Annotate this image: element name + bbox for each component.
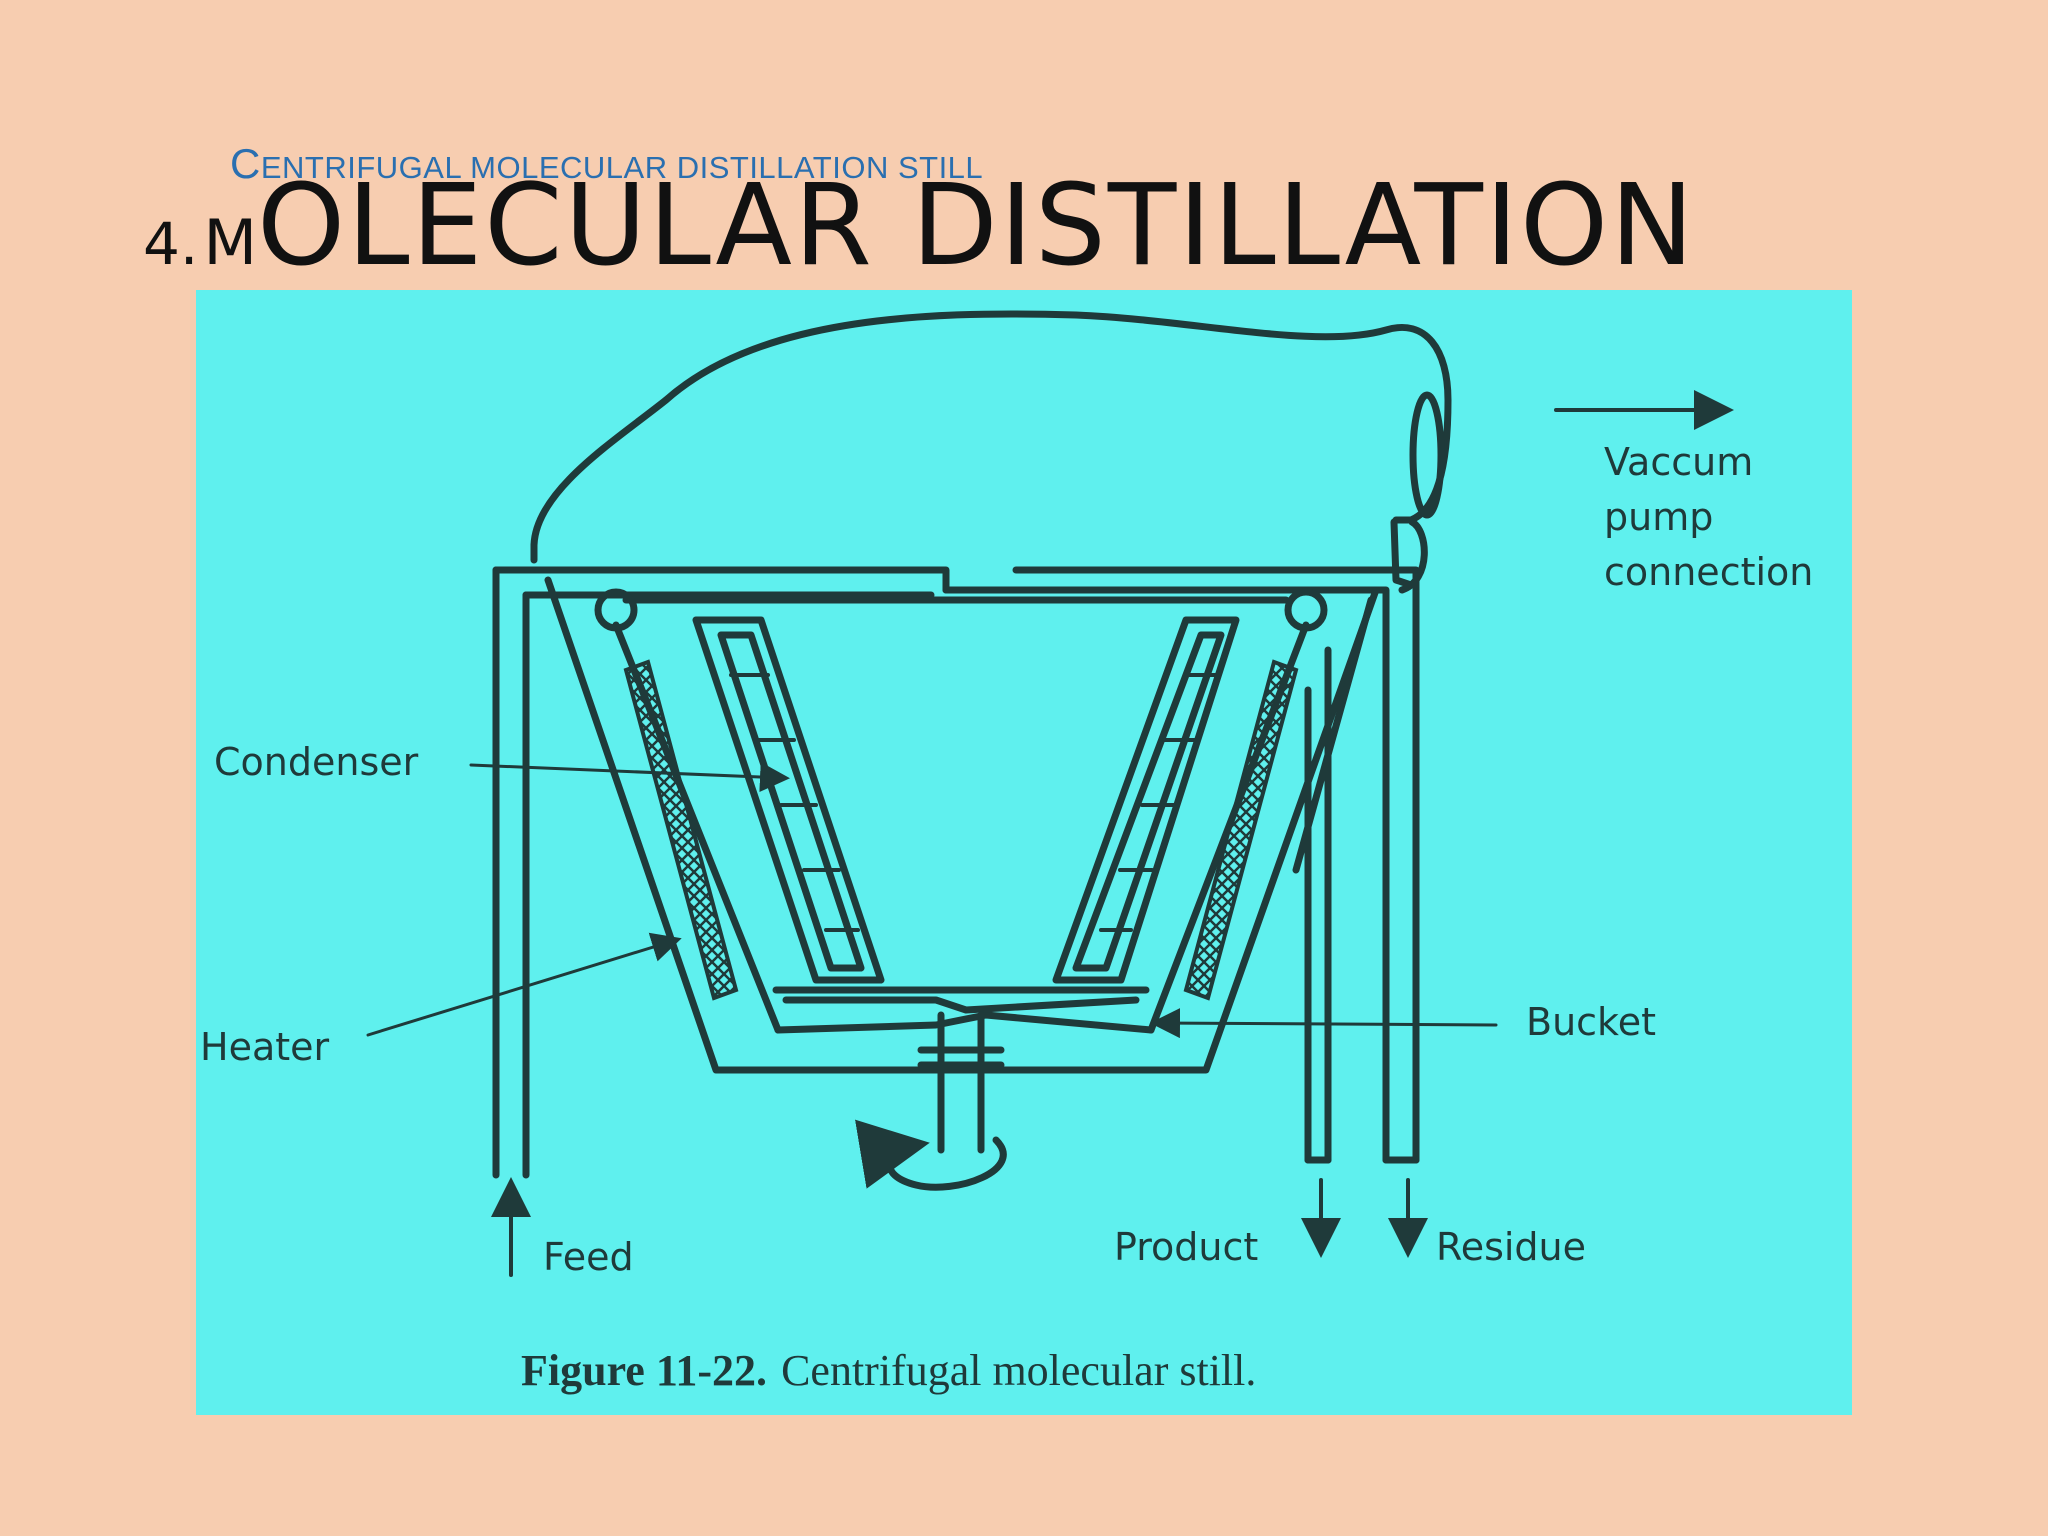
condenser-leader <box>469 762 790 792</box>
slide-subtitle: CENTRIFUGAL MOLECULAR DISTILLATION STILL <box>230 140 983 188</box>
title-number: 4. <box>143 210 199 278</box>
hose-opening <box>1409 391 1445 519</box>
outer-frame-top-right-inner <box>1027 586 1390 1164</box>
housing-right-wall <box>1292 596 1375 874</box>
vacuum-hose-lower <box>1390 518 1428 594</box>
caption-text: Centrifugal molecular still. <box>781 1346 1256 1395</box>
still-diagram: Vaccum pump connection Condenser Heater … <box>196 290 1852 1415</box>
heater-leader <box>366 932 682 1037</box>
rotation-arrow <box>854 1119 1007 1191</box>
bucket-leader <box>1150 1008 1498 1039</box>
vacuum-dome <box>530 310 1452 549</box>
figure-caption: Figure 11-22. Centrifugal molecular still… <box>521 1346 1256 1395</box>
right-scroll <box>1284 588 1328 632</box>
condenser-left <box>692 616 885 984</box>
vacuum-label-line3: connection <box>1604 550 1813 594</box>
slide-title: 4. MOLECULAR DISTILLATION <box>143 170 1696 282</box>
outer-frame-top <box>492 566 950 594</box>
product-label: Product <box>1114 1225 1258 1269</box>
feed-label: Feed <box>543 1235 634 1279</box>
shaft-collar <box>917 1046 1005 1069</box>
vacuum-label-line2: pump <box>1604 495 1713 539</box>
condenser-label: Condenser <box>214 740 419 784</box>
heater-left <box>623 659 739 1001</box>
condenser-right <box>1052 616 1240 984</box>
subtitle-text: ENTRIFUGAL MOLECULAR DISTILLATION STILL <box>260 150 984 185</box>
heater-label: Heater <box>200 1025 330 1069</box>
outer-frame-top-right <box>1012 566 1420 1164</box>
title-initial: M <box>203 206 257 279</box>
left-scroll <box>594 588 638 632</box>
bucket-label: Bucket <box>1526 1000 1656 1044</box>
diagram-drawing: Vaccum pump connection Condenser Heater … <box>200 310 1813 1395</box>
shaft <box>937 1011 985 1154</box>
housing <box>544 576 1380 1074</box>
subtitle-initial: C <box>230 140 261 187</box>
bucket-floor <box>774 1011 1155 1034</box>
residue-label: Residue <box>1436 1225 1586 1269</box>
vacuum-label-line1: Vaccum <box>1604 440 1753 484</box>
caption-number: Figure 11-22. <box>521 1346 767 1395</box>
heater-right <box>1183 659 1299 1001</box>
bucket-curve <box>782 996 1140 1014</box>
title-text: OLECULAR DISTILLATION <box>256 161 1696 291</box>
